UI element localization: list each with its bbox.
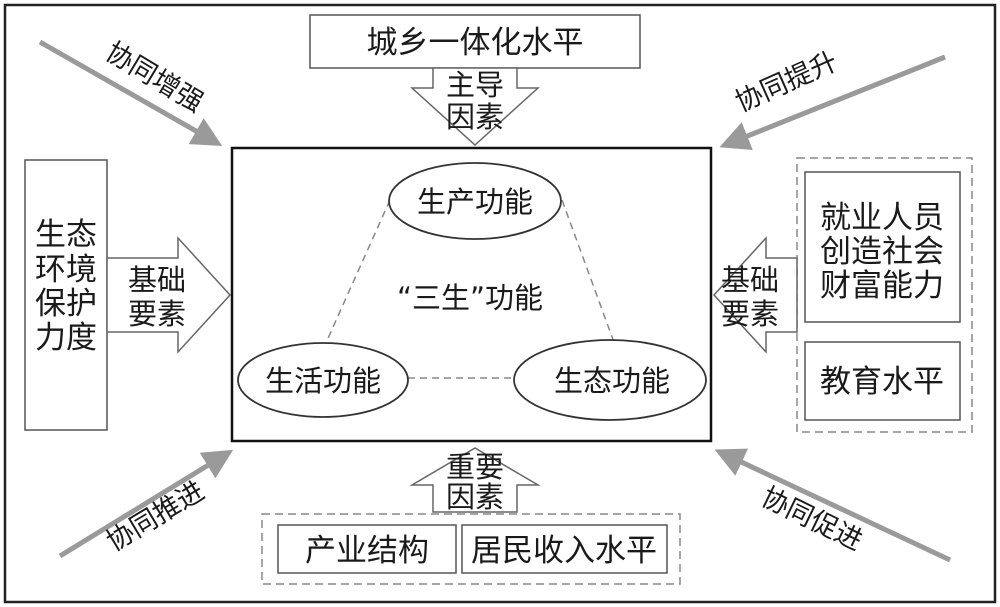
node-production-label: 生产功能 (417, 185, 533, 219)
node-ecology-label: 生态功能 (554, 364, 670, 398)
top-arrow-label-1: 主导 (446, 68, 504, 102)
arrow-bottom-right (714, 448, 952, 563)
left-factor-line-2: 环境 (35, 252, 97, 288)
left-factor-line-4: 力度 (35, 320, 97, 356)
link-production-ecology (561, 199, 616, 346)
node-production (388, 162, 562, 240)
education-box (804, 341, 961, 421)
top-arrow (410, 67, 540, 147)
arrow-bottom-left (58, 449, 234, 559)
node-living (237, 342, 409, 418)
income-label: 居民收入水平 (471, 533, 657, 569)
income-box (461, 524, 668, 574)
employment-line-1: 就业人员 (820, 200, 944, 236)
bottom-arrow (409, 447, 541, 513)
right-arrow (712, 236, 798, 354)
left-factor-line-3: 保护 (35, 286, 97, 322)
education-label: 教育水平 (820, 364, 944, 400)
employment-box (804, 171, 961, 323)
node-ecology (513, 339, 707, 421)
label-bottom-left: 协同推进 (101, 476, 210, 558)
industry-box (277, 524, 457, 574)
left-factor-line-1: 生态 (35, 217, 97, 253)
label-top-right: 协同提升 (731, 46, 842, 118)
left-arrow-label-1: 基础 (128, 263, 186, 297)
right-arrow-label-2: 要素 (721, 297, 779, 331)
industry-label: 产业结构 (305, 533, 429, 569)
top-factor-box (309, 14, 641, 69)
top-arrow-label-2: 因素 (446, 100, 504, 134)
bottom-arrow-label-1: 重要 (446, 450, 504, 484)
employment-line-3: 财富能力 (820, 268, 944, 304)
employment-line-2: 创造社会 (820, 234, 944, 270)
left-arrow-label-2: 要素 (128, 297, 186, 331)
outer-frame (3, 3, 997, 604)
bottom-arrow-label-2: 因素 (446, 480, 504, 514)
bottom-factor-group (261, 513, 681, 585)
top-factor-label: 城乡一体化水平 (367, 25, 584, 61)
link-production-living (324, 199, 391, 346)
node-living-label: 生活功能 (265, 364, 381, 398)
left-factor-box (24, 159, 108, 431)
right-arrow-label-1: 基础 (721, 263, 779, 297)
arrow-top-right (719, 54, 946, 151)
left-arrow (106, 236, 232, 354)
center-title: “三生”功能 (397, 281, 543, 315)
arrow-top-left (38, 39, 223, 146)
